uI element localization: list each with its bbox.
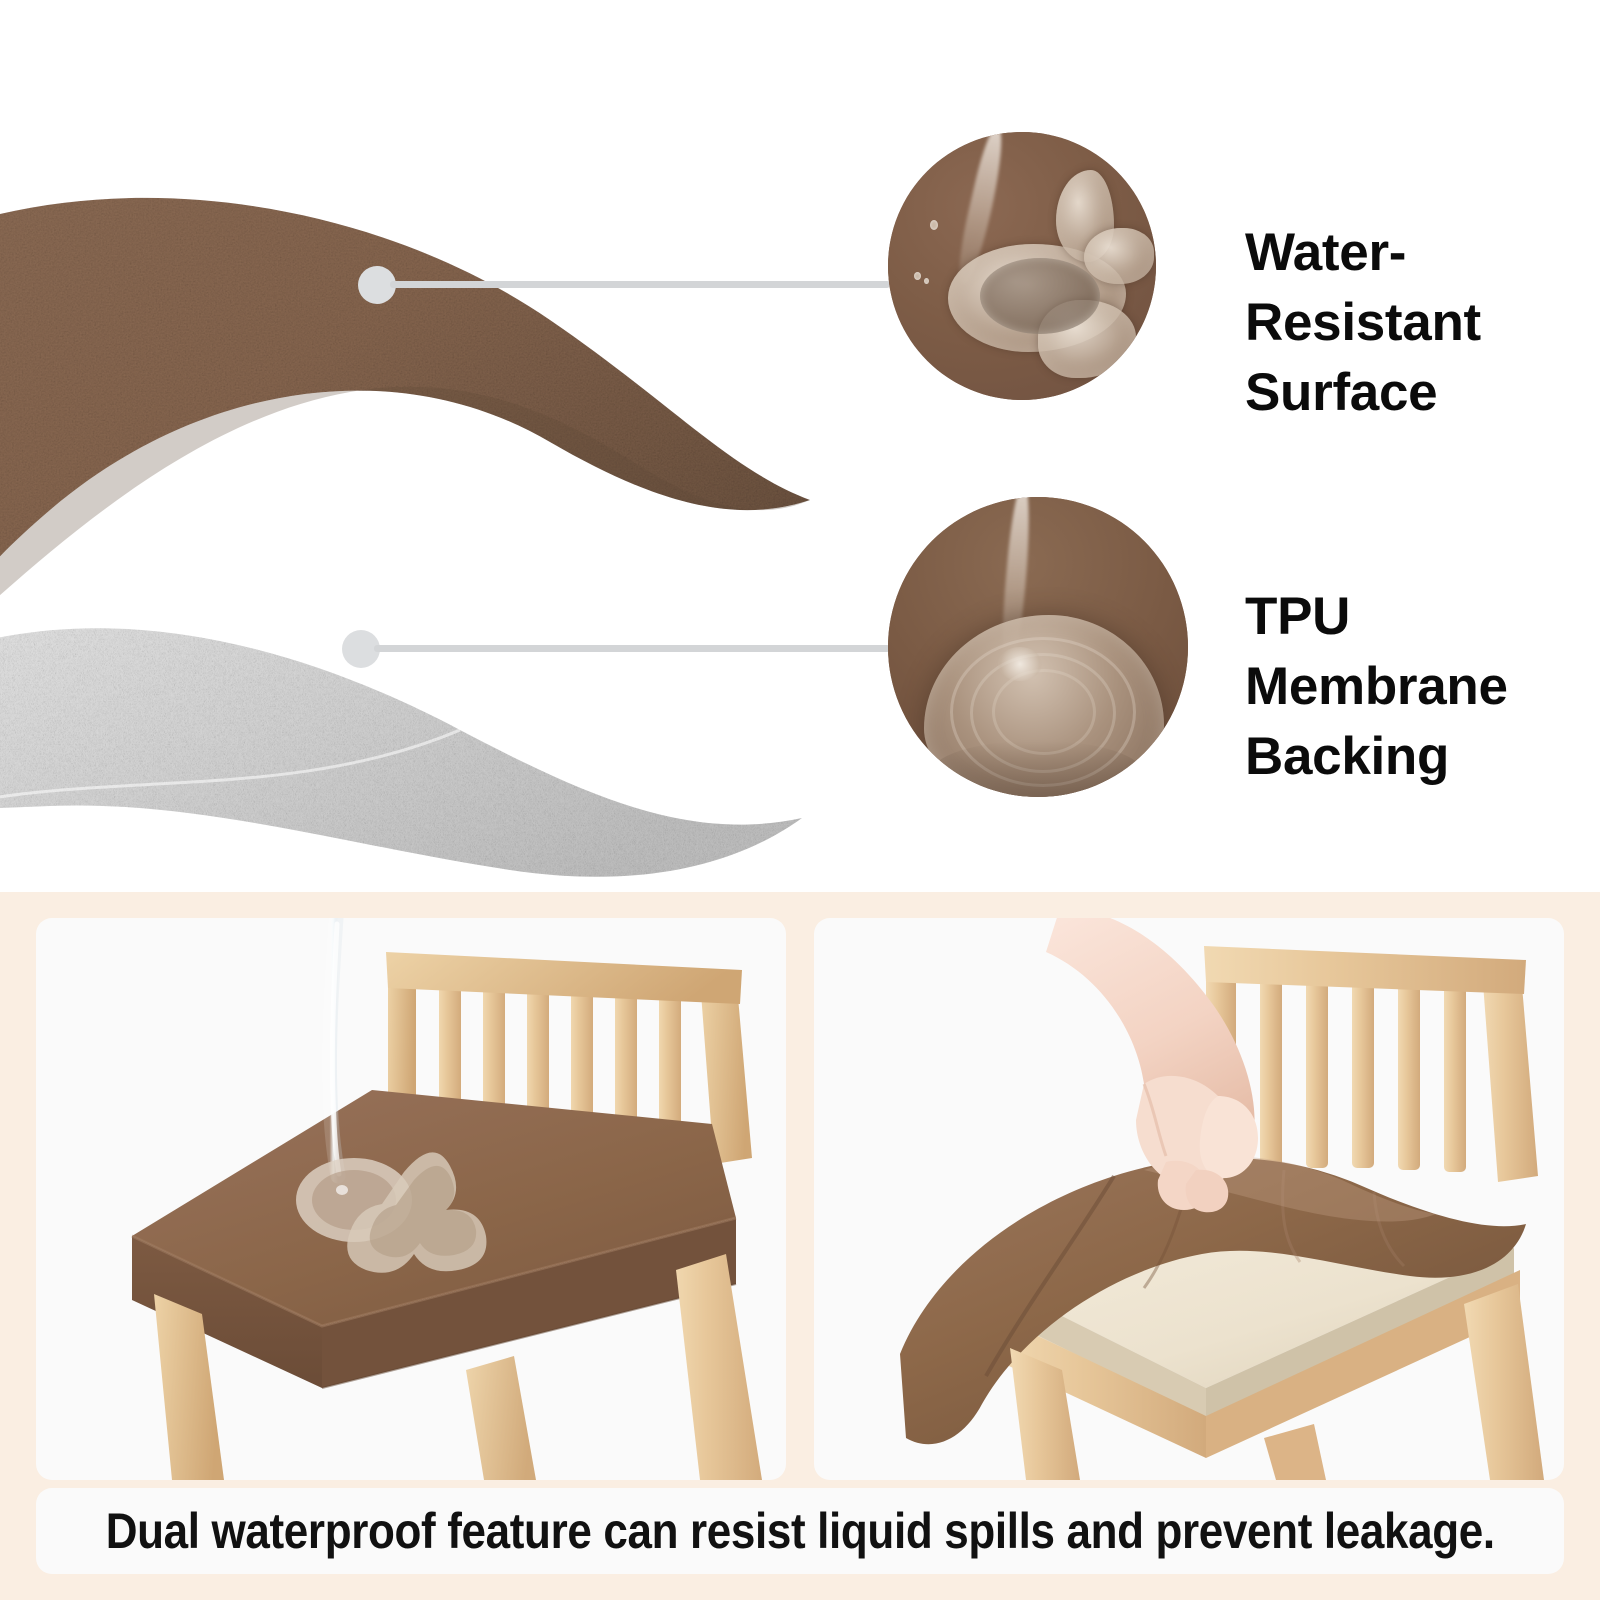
layered-fabric-swatch <box>0 170 820 877</box>
chair-legs <box>1010 1284 1544 1480</box>
caption-panel: Dual waterproof feature can resist liqui… <box>36 1488 1564 1574</box>
photo-row <box>36 918 1564 1480</box>
callout-label-tpu-membrane: TPU Membrane Backing <box>1245 582 1595 792</box>
callout-dot-water-resistant <box>358 266 396 304</box>
callout-label-water-resistant-text: Water-Resistant Surface <box>1245 223 1481 422</box>
callout-label-tpu-membrane-text: TPU Membrane Backing <box>1245 587 1508 786</box>
chair-legs <box>154 1254 762 1480</box>
callout-line-tpu-membrane <box>374 645 890 652</box>
chair-seat-frame <box>996 1270 1520 1458</box>
chair-cover-lift-illustration <box>900 918 1544 1480</box>
photo-panel-cover-lift <box>814 918 1564 1480</box>
callout-photo-tpu-membrane <box>888 497 1188 797</box>
water-stream <box>321 918 346 1184</box>
bottom-section: Dual waterproof feature can resist liqui… <box>0 892 1600 1600</box>
photo-panel-water-pour <box>36 918 786 1480</box>
swatch-top-layer <box>0 197 810 596</box>
callout-dot-tpu-membrane <box>342 630 380 668</box>
water-spill <box>296 1152 487 1273</box>
top-section: Water-Resistant Surface TPU Membrane Bac… <box>0 132 1595 877</box>
hand <box>1046 918 1258 1213</box>
callout-label-water-resistant: Water-Resistant Surface <box>1245 218 1595 428</box>
callout-line-water-resistant <box>390 281 890 288</box>
chair-back <box>1204 946 1538 1182</box>
callout-photo-water-resistant <box>888 132 1156 400</box>
swatch-bottom-layer <box>0 628 802 877</box>
chair-water-pour-illustration <box>131 918 762 1480</box>
caption-text: Dual waterproof feature can resist liqui… <box>105 1503 1495 1559</box>
